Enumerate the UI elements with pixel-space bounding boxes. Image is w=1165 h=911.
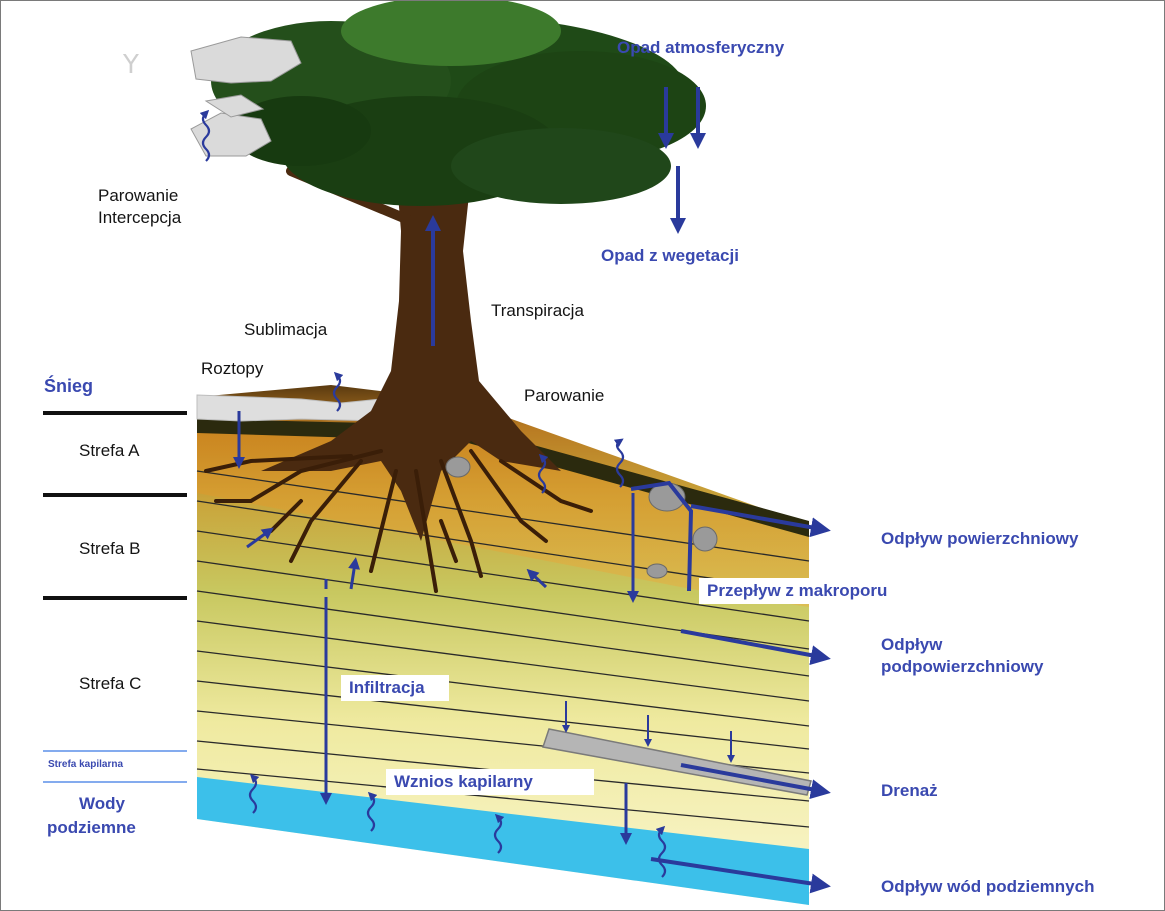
- tree-foliage: [211, 1, 706, 206]
- label-strefa-kapilarna: Strefa kapilarna: [48, 759, 123, 770]
- label-parowanie-intercepcja-2: Intercepcja: [98, 208, 181, 228]
- label-transpiracja: Transpiracja: [491, 301, 584, 321]
- label-wody-podziemne-1: Wody: [79, 794, 125, 814]
- label-strefa-c: Strefa C: [79, 674, 141, 694]
- label-opad-z-wegetacji: Opad z wegetacji: [601, 246, 739, 266]
- label-drenaz: Drenaż: [881, 781, 938, 801]
- label-przeplyw-z-makroporu: Przepływ z makroporu: [699, 578, 895, 604]
- label-parowanie: Parowanie: [524, 386, 604, 406]
- label-wznios-kapilarny: Wznios kapilarny: [386, 769, 594, 795]
- label-odplyw-wod-podziemnych: Odpływ wód podziemnych: [881, 877, 1094, 897]
- faint-mark: Y: [122, 50, 139, 80]
- label-opad-atmosferyczny: Opad atmosferyczny: [617, 38, 784, 58]
- label-wody-podziemne-2: podziemne: [47, 818, 136, 838]
- label-odplyw-podpowierzchniowy-2: podpowierzchniowy: [881, 657, 1043, 677]
- label-strefa-b: Strefa B: [79, 539, 140, 559]
- label-strefa-a: Strefa A: [79, 441, 139, 461]
- label-parowanie-intercepcja-1: Parowanie: [98, 186, 178, 206]
- label-infiltracja: Infiltracja: [341, 675, 449, 701]
- label-roztopy: Roztopy: [201, 359, 263, 379]
- label-sublimacja: Sublimacja: [244, 320, 327, 340]
- label-snieg: Śnieg: [44, 376, 93, 397]
- label-odplyw-powierzchniowy: Odpływ powierzchniowy: [881, 529, 1078, 549]
- label-odplyw-podpowierzchniowy-1: Odpływ: [881, 635, 942, 655]
